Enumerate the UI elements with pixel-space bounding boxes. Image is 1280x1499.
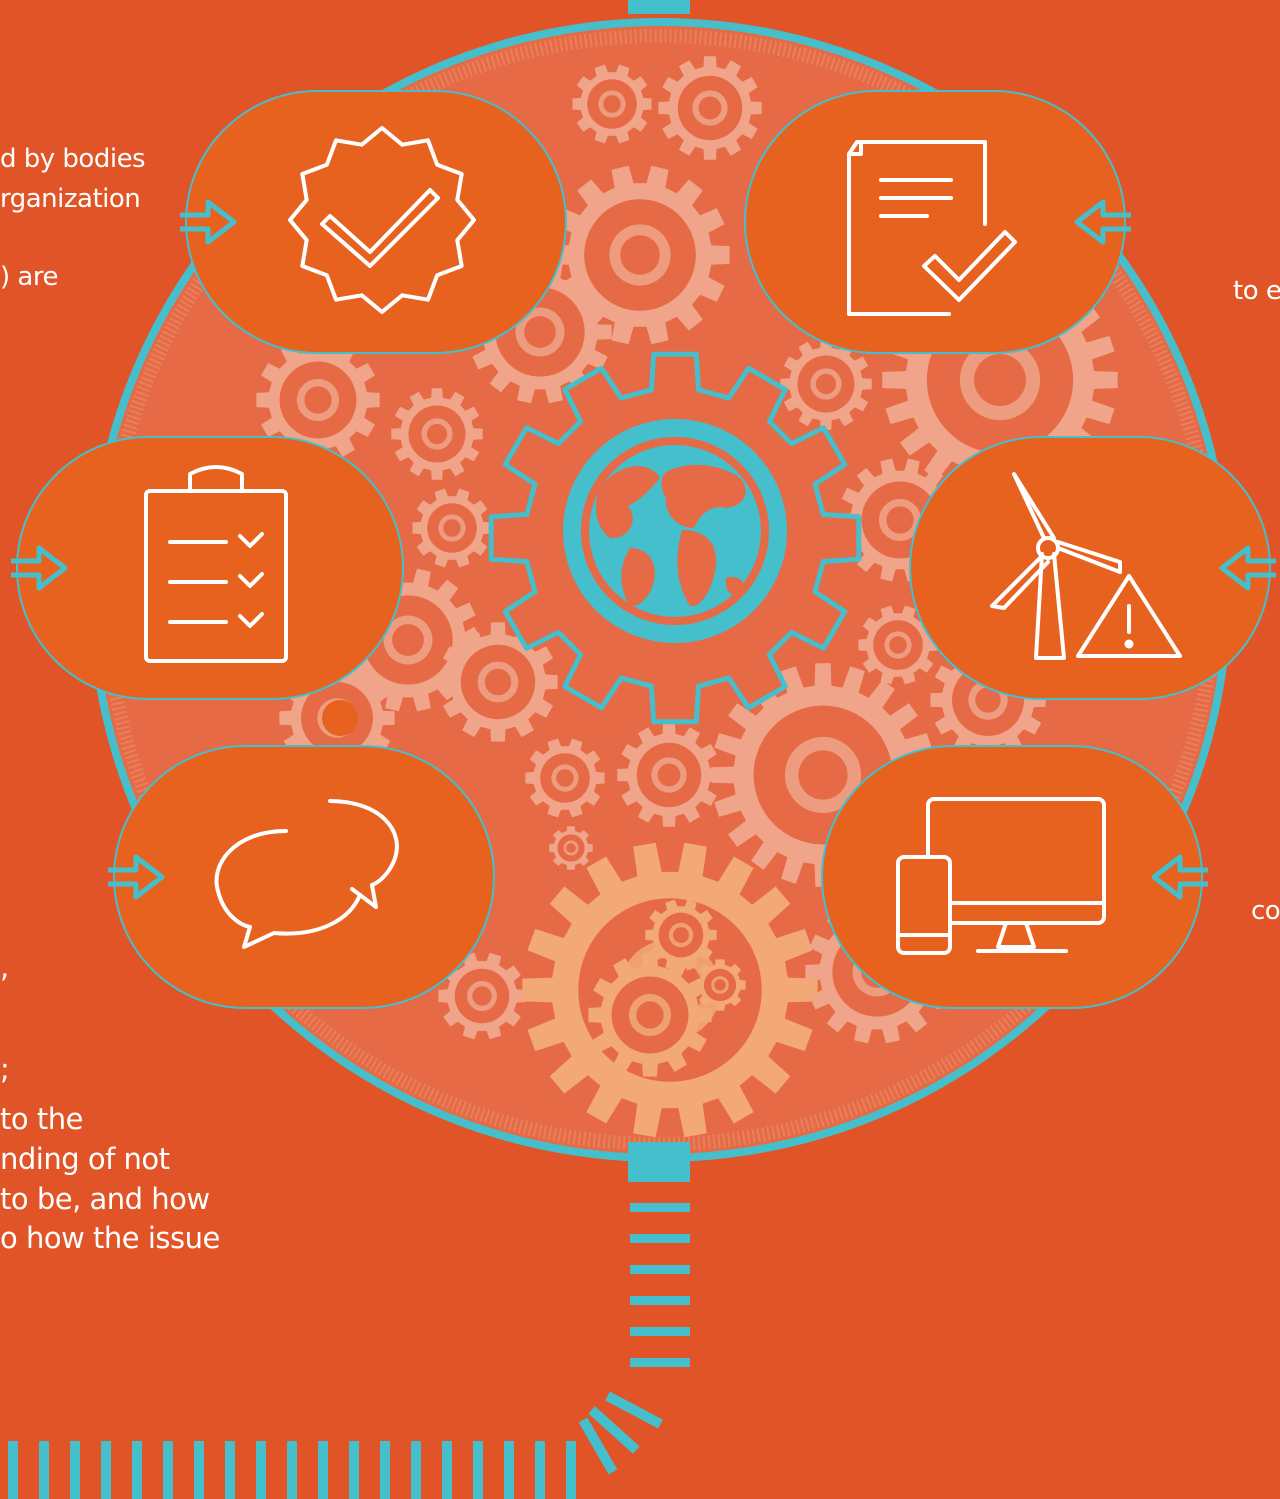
connector-dash bbox=[225, 1441, 235, 1499]
node-arrow-icon bbox=[11, 545, 68, 591]
node-arrow-icon bbox=[180, 199, 237, 245]
node-2 bbox=[744, 90, 1131, 354]
node-pill bbox=[185, 90, 567, 354]
node-3 bbox=[11, 436, 404, 700]
connector-dash bbox=[605, 1391, 663, 1429]
connector-dash bbox=[442, 1441, 452, 1499]
node-5 bbox=[108, 745, 495, 1009]
bg-gear bbox=[617, 723, 721, 827]
bg-gear bbox=[391, 388, 483, 480]
connector-dash bbox=[630, 1265, 690, 1274]
bg-gear bbox=[438, 622, 558, 742]
node-pill bbox=[16, 436, 404, 700]
connector-dash bbox=[630, 1234, 690, 1243]
bottom-connectors bbox=[8, 1142, 690, 1499]
connector-dash bbox=[380, 1441, 390, 1499]
node-pill bbox=[909, 436, 1271, 700]
checklist-clipboard-icon bbox=[144, 465, 288, 663]
left-text-line-9: o how the issue bbox=[0, 1221, 220, 1255]
bg-gear bbox=[780, 338, 872, 430]
speech-bubbles-icon bbox=[214, 799, 399, 949]
connector-stem bbox=[628, 1142, 690, 1182]
left-text-line-1: d by bodies bbox=[0, 144, 146, 174]
wind-turbine-warning-icon bbox=[990, 472, 1182, 660]
top-connector bbox=[628, 0, 690, 14]
connector-dash bbox=[566, 1441, 576, 1499]
left-text-line-6: to the bbox=[0, 1102, 83, 1136]
bg-gear-peach-small bbox=[645, 899, 717, 971]
node-pill bbox=[821, 745, 1203, 1009]
node-arrow-icon bbox=[108, 854, 165, 900]
node-6 bbox=[821, 745, 1208, 1009]
connector-dash bbox=[504, 1441, 514, 1499]
certified-badge-icon bbox=[288, 126, 476, 314]
node-4 bbox=[909, 436, 1276, 700]
connector-dash bbox=[39, 1441, 49, 1499]
connector-dash bbox=[630, 1203, 690, 1212]
connector-dash bbox=[630, 1296, 690, 1305]
node-arrow-icon bbox=[1074, 199, 1131, 245]
connector-dash bbox=[8, 1441, 18, 1499]
connector-dash bbox=[473, 1441, 483, 1499]
right-text-line-2: co bbox=[1251, 896, 1280, 926]
bg-gear bbox=[525, 738, 605, 818]
connector-dash bbox=[535, 1441, 545, 1499]
bg-gear-peach-small bbox=[694, 959, 746, 1011]
node-arrow-icon bbox=[1151, 854, 1208, 900]
bg-gear bbox=[658, 56, 762, 160]
connector-dash bbox=[349, 1441, 359, 1499]
connector-dash bbox=[132, 1441, 142, 1499]
node-arrow-icon bbox=[1219, 545, 1276, 591]
central-hub bbox=[488, 351, 862, 725]
left-text-line-3: ) are bbox=[0, 262, 58, 292]
bg-gear bbox=[549, 826, 593, 870]
left-text-line-5: ; bbox=[0, 1052, 10, 1086]
bg-gear bbox=[858, 605, 938, 685]
node-pill bbox=[744, 90, 1126, 354]
approved-document-icon bbox=[847, 140, 1017, 316]
left-text-line-4: , bbox=[0, 950, 9, 984]
connector-dash bbox=[588, 1406, 640, 1454]
connector-dash bbox=[70, 1441, 80, 1499]
left-text-line-8: to be, and how bbox=[0, 1182, 210, 1216]
bg-gear-peach-small bbox=[588, 953, 712, 1077]
node-1 bbox=[180, 90, 567, 354]
connector-dash bbox=[163, 1441, 173, 1499]
devices-icon bbox=[896, 797, 1106, 955]
nodes-layer bbox=[11, 90, 1276, 1009]
left-text-line-7: nding of not bbox=[0, 1142, 170, 1176]
connector-dash bbox=[411, 1441, 421, 1499]
connector-dash bbox=[287, 1441, 297, 1499]
bg-gear bbox=[438, 952, 526, 1040]
left-text-line-2: rganization bbox=[0, 184, 141, 214]
connector-dash bbox=[256, 1441, 266, 1499]
bg-gear bbox=[572, 64, 652, 144]
connector-dash bbox=[578, 1417, 618, 1475]
node-pill bbox=[113, 745, 495, 1009]
connector-dash bbox=[194, 1441, 204, 1499]
connector-dash bbox=[630, 1358, 690, 1367]
connector-dash bbox=[318, 1441, 328, 1499]
bg-gear bbox=[256, 338, 380, 462]
connector-dash bbox=[630, 1327, 690, 1336]
connector-dash bbox=[101, 1441, 111, 1499]
bg-gear bbox=[412, 488, 492, 568]
background-gears bbox=[256, 56, 1118, 1138]
globe-icon bbox=[563, 419, 787, 643]
right-text-line-1: to e bbox=[1233, 276, 1280, 306]
